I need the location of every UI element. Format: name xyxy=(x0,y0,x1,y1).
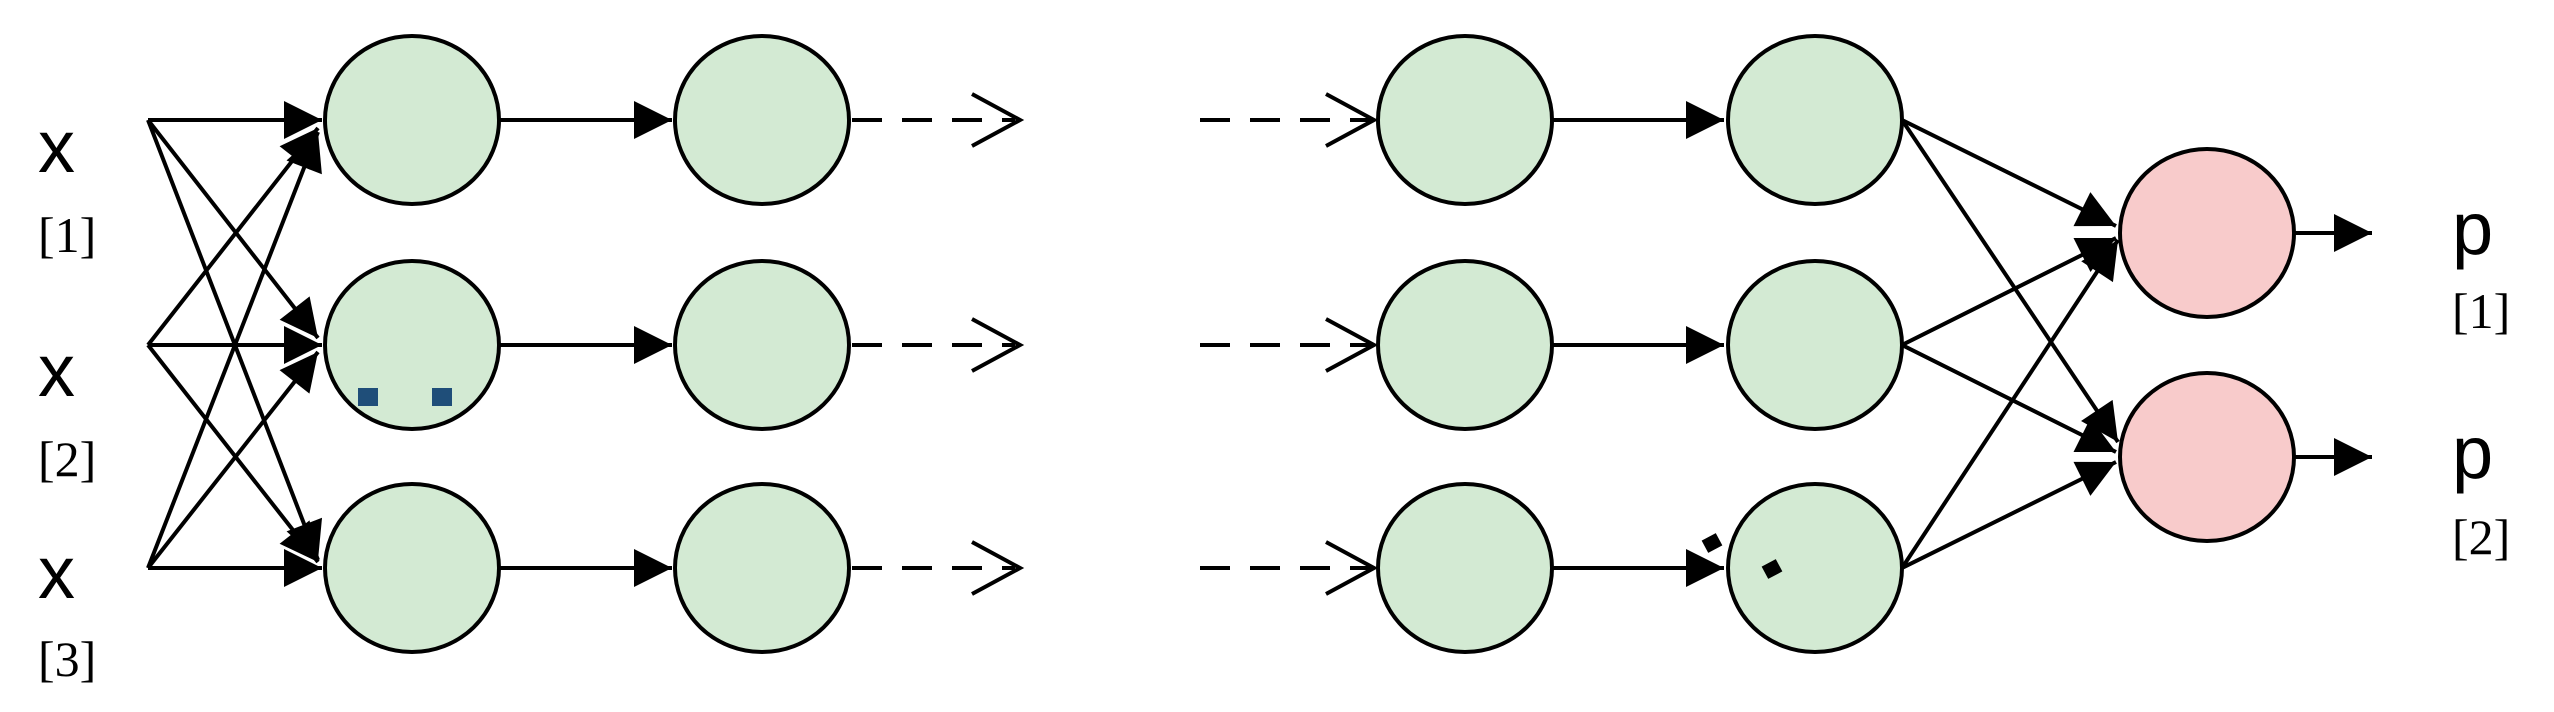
input-label-3-symbol: x xyxy=(38,531,75,614)
node-l1-1 xyxy=(323,34,501,206)
output-label-1-index: [1] xyxy=(2452,283,2510,339)
continuation-arrows-right xyxy=(1200,92,1379,596)
node-output-1 xyxy=(2118,147,2296,319)
input-labels: x [1] x [2] x [3] xyxy=(38,105,96,687)
edge-x3-n11 xyxy=(146,131,322,569)
output-label-2-symbol: p xyxy=(2452,411,2493,494)
node-ln-2 xyxy=(1726,259,1904,431)
hidden-layer-2 xyxy=(673,34,851,654)
marker-square-1 xyxy=(358,388,378,406)
node-ln1-2 xyxy=(1376,259,1554,431)
layern1-to-layern-edges xyxy=(1552,101,1724,587)
edge-x2-n11 xyxy=(146,126,320,347)
input-label-2-index: [2] xyxy=(38,431,96,487)
node-ln-3 xyxy=(1726,482,1904,654)
edge-x2-n13 xyxy=(146,343,320,564)
open-arrowhead-right-3 xyxy=(1325,540,1379,596)
node-ln1-1 xyxy=(1376,34,1554,206)
input-connections xyxy=(146,101,323,587)
hidden-layer-n-minus-1 xyxy=(1376,34,1554,654)
open-arrowhead-left-3 xyxy=(971,540,1025,596)
node-markers-dark xyxy=(1701,533,1783,579)
input-label-2-symbol: x xyxy=(38,329,75,412)
marker-square-2 xyxy=(432,388,452,406)
node-l1-2 xyxy=(323,259,501,431)
node-l2-2 xyxy=(673,259,851,431)
output-labels: p [1] p [2] xyxy=(2452,187,2510,565)
edge-ln2-p1 xyxy=(1901,236,2117,347)
node-ln-1 xyxy=(1726,34,1904,206)
node-l1-3 xyxy=(323,482,501,654)
continuation-arrows-left xyxy=(852,92,1025,596)
input-label-1-symbol: x xyxy=(38,105,75,188)
layer1-to-layer2-edges xyxy=(499,101,672,587)
hidden-layer-n xyxy=(1726,34,1904,654)
node-ln1-3 xyxy=(1376,482,1554,654)
edge-x1-n13 xyxy=(146,119,323,561)
edge-x1-n12 xyxy=(146,118,320,340)
edge-ln1-p2 xyxy=(1900,118,2120,444)
node-output-2 xyxy=(2118,371,2296,543)
marker-diamond-1 xyxy=(1701,533,1723,553)
input-label-3-index: [3] xyxy=(38,631,96,687)
edge-ln1-p1 xyxy=(1901,118,2117,228)
edge-ln3-p2 xyxy=(1901,460,2117,570)
edge-ln3-p1 xyxy=(1900,238,2120,570)
output-label-2-index: [2] xyxy=(2452,509,2510,565)
node-l2-1 xyxy=(673,34,851,206)
node-l2-3 xyxy=(673,482,851,654)
open-arrowhead-right-2 xyxy=(1325,317,1379,373)
output-label-1-symbol: p xyxy=(2452,187,2493,270)
edge-ln2-p2 xyxy=(1901,343,2117,454)
node-markers xyxy=(358,388,452,406)
input-label-1-index: [1] xyxy=(38,207,96,263)
open-arrowhead-left-1 xyxy=(971,92,1025,148)
output-arrows xyxy=(2294,214,2372,476)
open-arrowhead-left-2 xyxy=(971,317,1025,373)
edge-x3-n12 xyxy=(146,350,320,570)
marker-diamond-2 xyxy=(1761,559,1783,579)
hidden-layer-1 xyxy=(323,34,501,654)
output-connections xyxy=(1900,118,2120,570)
output-layer xyxy=(2118,147,2296,543)
open-arrowhead-right-1 xyxy=(1325,92,1379,148)
